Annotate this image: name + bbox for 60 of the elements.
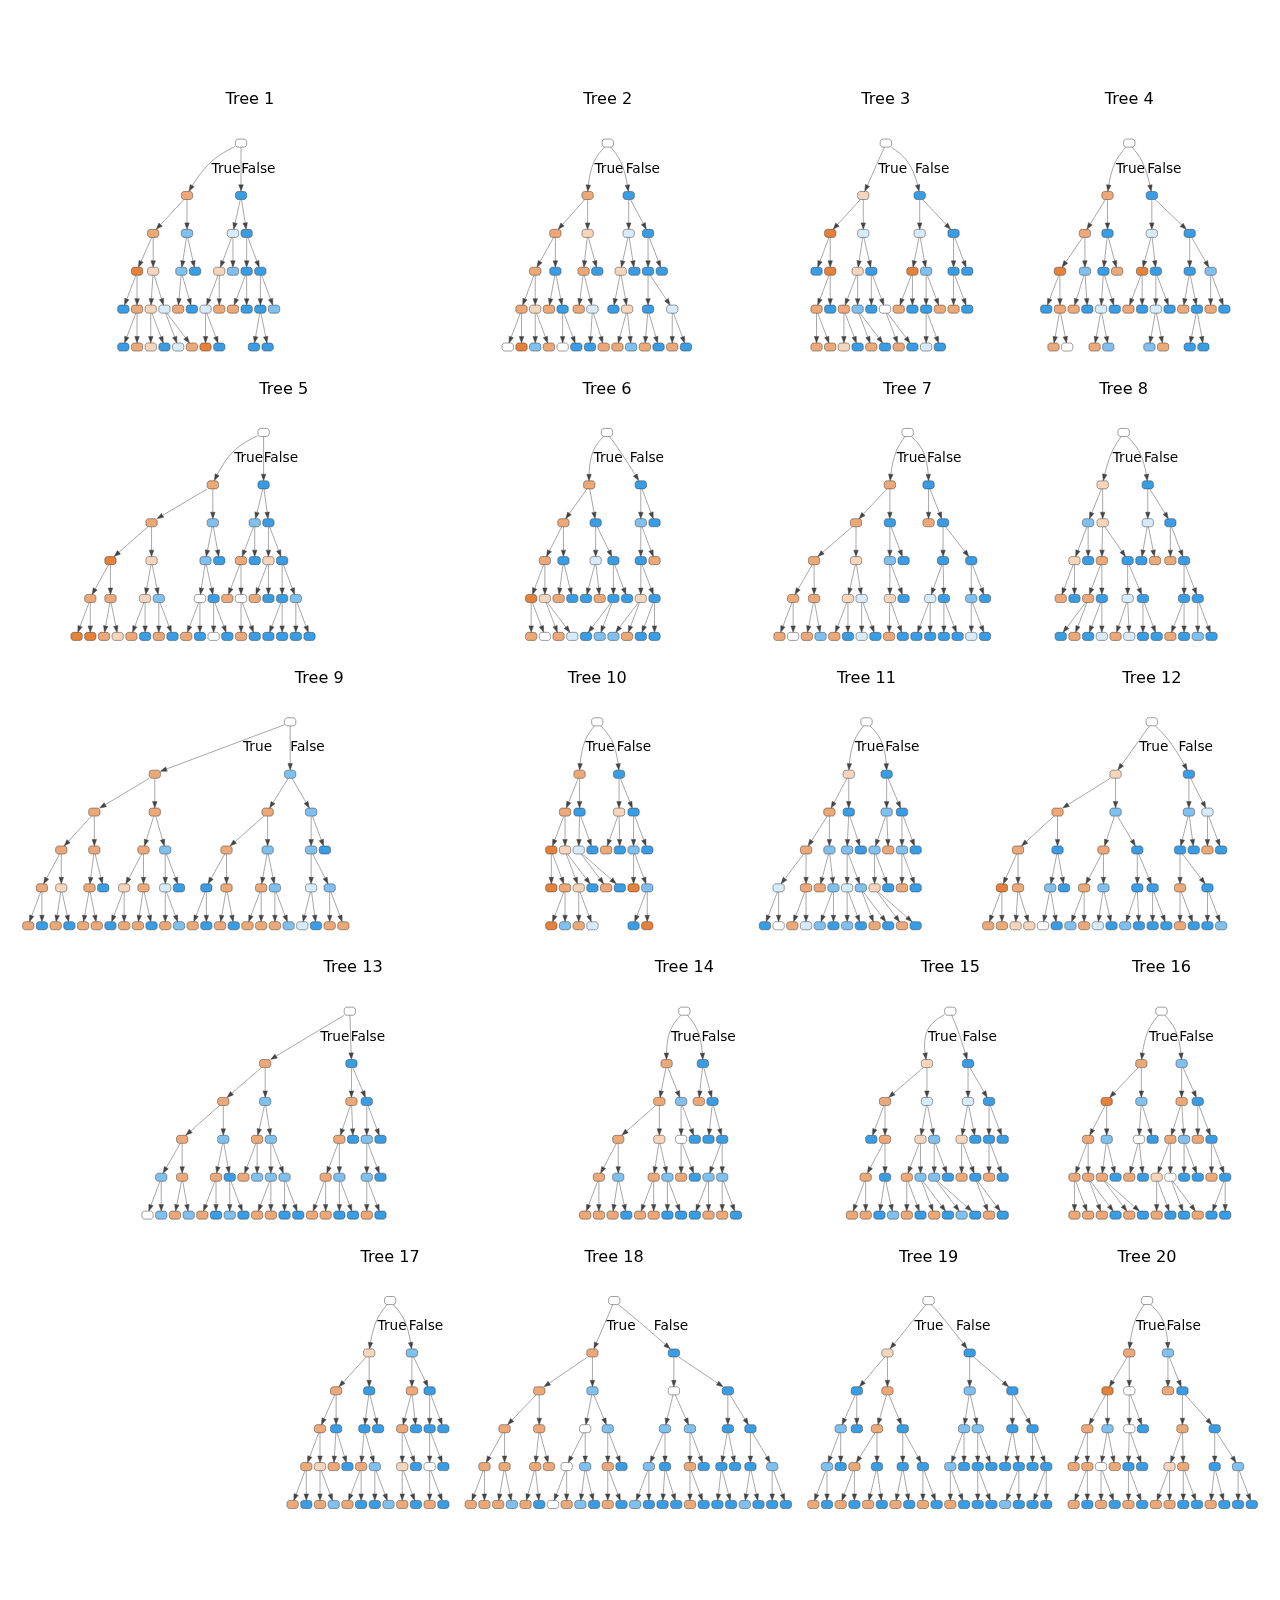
label: Tree 1 — [225, 89, 275, 109]
label: Tree 11 — [836, 668, 897, 688]
edge-label: True — [1148, 1027, 1179, 1044]
edge-label: False — [625, 159, 660, 176]
edge-label: True — [928, 1027, 958, 1044]
label: Tree 10 — [567, 668, 627, 688]
edge-label: True — [914, 1317, 944, 1334]
edge-label: True — [1115, 159, 1145, 176]
edge-label: True — [1136, 1317, 1166, 1334]
edge-label: True — [671, 1027, 701, 1044]
label: Tree 20 — [1117, 1246, 1177, 1266]
label: Tree 13 — [323, 957, 383, 977]
label: Tree 15 — [920, 957, 980, 977]
edge-label: True — [1112, 448, 1142, 465]
edge-label: True — [211, 159, 241, 176]
label: Tree 19 — [898, 1246, 959, 1266]
label: Tree 7 — [883, 378, 933, 398]
label: Tree 14 — [654, 957, 714, 977]
edge-label: True — [243, 738, 273, 755]
edge-label: True — [320, 1027, 350, 1044]
edge-label: False — [290, 738, 325, 755]
edge-label: False — [927, 448, 962, 465]
edge-label: False — [701, 1027, 736, 1044]
edge-label: False — [1147, 159, 1182, 176]
edge-label: True — [593, 448, 623, 465]
edge-label: False — [408, 1317, 444, 1334]
edge-label: True — [854, 738, 884, 755]
edge-label: False — [653, 1317, 689, 1334]
label: Tree 12 — [1122, 668, 1182, 688]
edge-label: False — [616, 738, 652, 755]
edge-label: False — [962, 1027, 997, 1044]
edge-label: False — [885, 738, 920, 755]
edge-label: False — [1179, 1027, 1214, 1044]
edge-label: False — [1178, 738, 1213, 755]
label: Tree 9 — [294, 668, 344, 688]
edge-label: True — [594, 159, 624, 176]
edge-label: False — [263, 448, 299, 465]
label: Tree 6 — [582, 378, 632, 398]
edge-label: True — [606, 1317, 636, 1334]
edge-label: True — [1139, 738, 1169, 755]
edge-label: True — [896, 448, 926, 465]
label: Tree 4 — [1104, 89, 1154, 109]
edge-label: True — [878, 159, 908, 176]
label: Tree 3 — [861, 89, 911, 109]
edge-label: False — [915, 159, 950, 176]
label: Tree 5 — [259, 378, 309, 398]
label: Tree 8 — [1099, 378, 1149, 398]
label: Tree 2 — [583, 89, 633, 109]
edge-label: False — [241, 159, 276, 176]
edge-label: True — [377, 1317, 407, 1334]
label: Tree 17 — [360, 1246, 420, 1266]
edge-label: False — [956, 1317, 991, 1334]
label: Tree 16 — [1131, 957, 1192, 977]
label: Tree 18 — [584, 1246, 644, 1266]
edge-label: False — [1166, 1317, 1201, 1334]
edge-label: False — [1143, 448, 1179, 465]
edge-label: True — [585, 738, 615, 755]
edge-label: True — [234, 448, 264, 465]
edge-label: False — [629, 448, 665, 465]
edge-label: False — [350, 1027, 386, 1044]
